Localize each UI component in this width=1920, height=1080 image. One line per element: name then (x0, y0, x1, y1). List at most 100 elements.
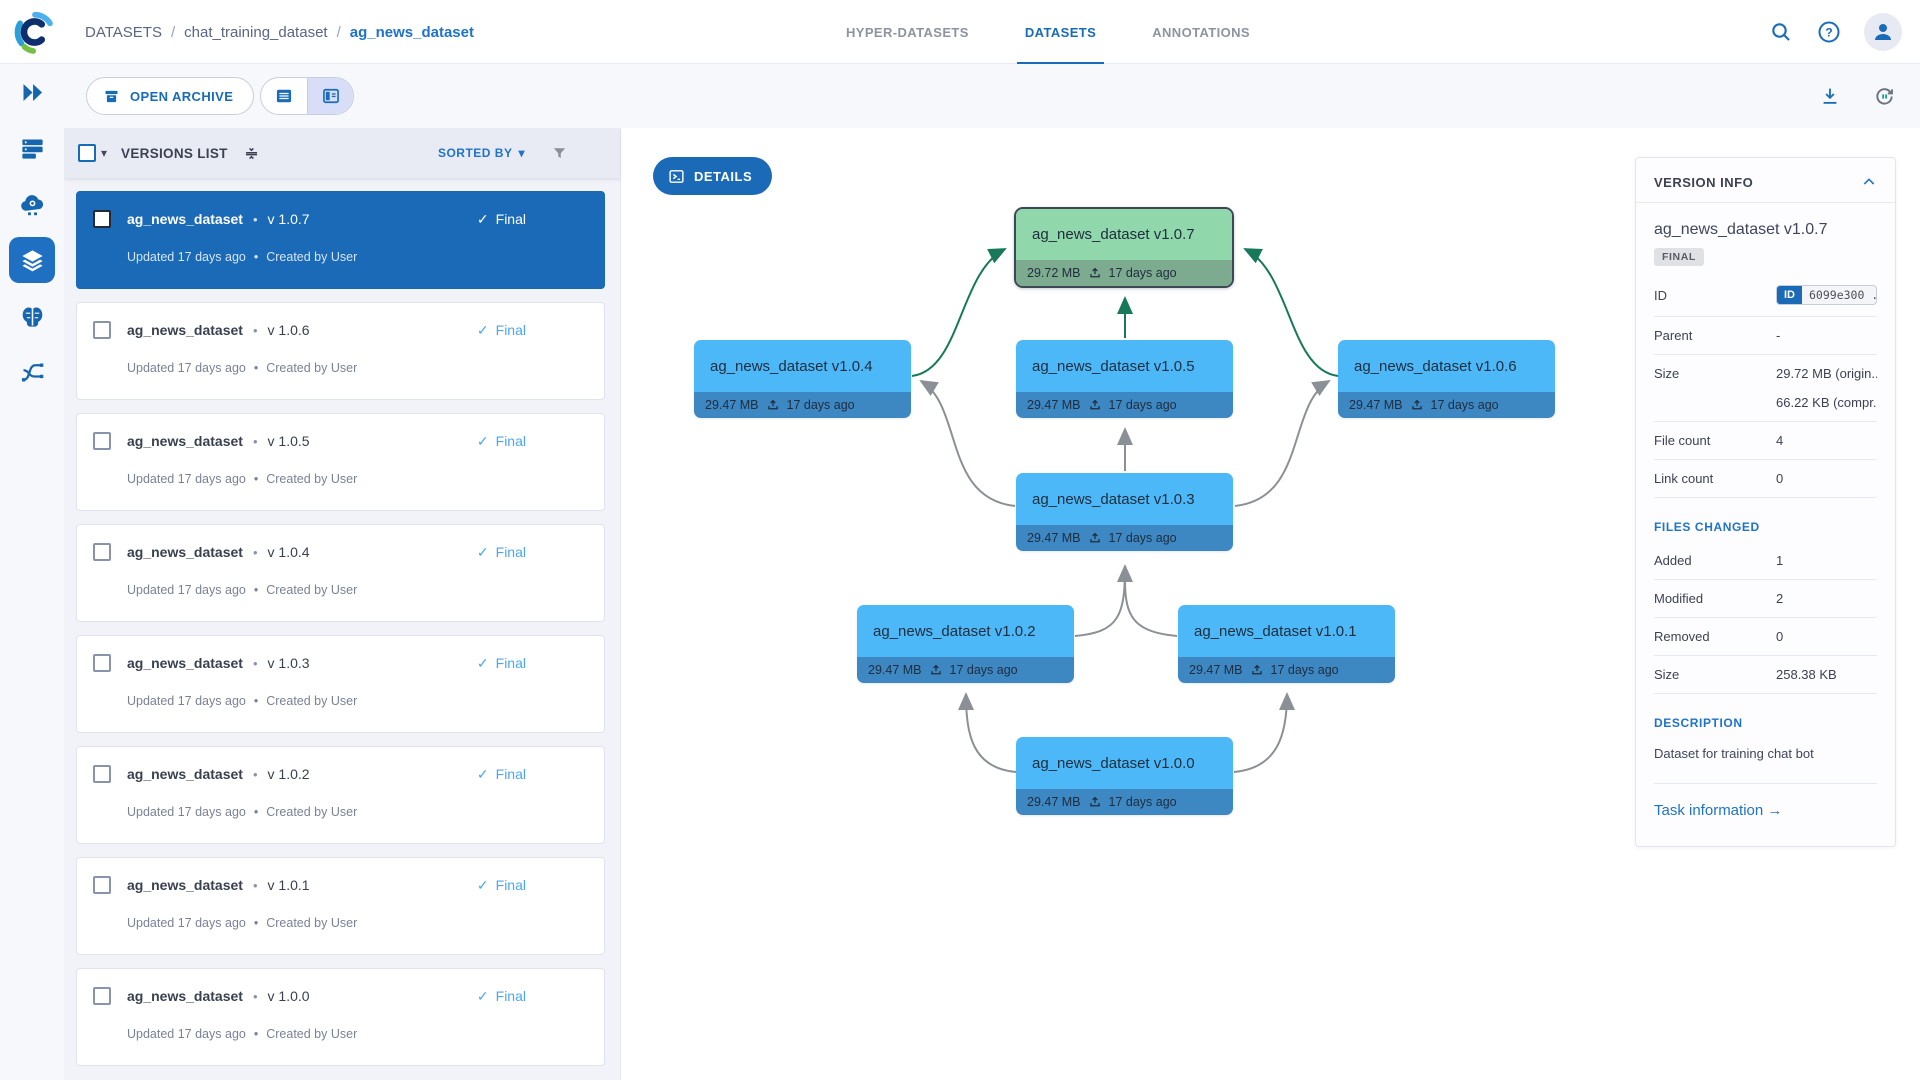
graph-node-v1.0.2[interactable]: ag_news_dataset v1.0.2 29.47 MB 17 days … (857, 605, 1074, 683)
svg-text:?: ? (1825, 25, 1832, 39)
versions-list: ag_news_dataset • v 1.0.7 ✓ Final Update… (64, 178, 620, 1080)
version-name: ag_news_dataset (127, 877, 243, 893)
id-chip-value: 6099e300 ... (1802, 286, 1876, 304)
task-information-link[interactable]: Task information → (1654, 802, 1877, 819)
separator-dot: • (254, 472, 258, 486)
split-view-button[interactable] (307, 78, 353, 114)
node-footer: 29.72 MB 17 days ago (1016, 260, 1232, 286)
versions-list-title: VERSIONS LIST (121, 146, 228, 161)
version-list-item-v1.0.1[interactable]: ag_news_dataset • v 1.0.1 ✓ Final Update… (76, 857, 605, 955)
status-badge: ✓ Final (477, 322, 526, 339)
version-checkbox[interactable] (93, 210, 111, 228)
select-menu-caret-icon[interactable]: ▾ (101, 146, 107, 160)
graph-node-v1.0.3[interactable]: ag_news_dataset v1.0.3 29.47 MB 17 days … (1016, 473, 1233, 551)
version-checkbox[interactable] (93, 654, 111, 672)
lineage-graph: ag_news_dataset v1.0.7 29.72 MB 17 days … (621, 128, 1637, 1080)
versions-list-header: ▾ VERSIONS LIST SORTED BY ▾ (64, 128, 620, 178)
nav-workers-icon[interactable] (0, 176, 64, 232)
version-meta: Updated 17 days ago • Created by User (127, 361, 588, 375)
details-button[interactable]: DETAILS (653, 157, 772, 195)
search-icon[interactable] (1768, 19, 1794, 45)
breadcrumb-root[interactable]: DATASETS (85, 24, 162, 41)
version-checkbox[interactable] (93, 987, 111, 1005)
upload-icon (1088, 795, 1102, 809)
version-meta: Updated 17 days ago • Created by User (127, 805, 588, 819)
sorted-by-control[interactable]: SORTED BY ▾ (438, 146, 525, 160)
edge-v103-v104 (921, 381, 1015, 506)
collapse-rows-icon[interactable] (242, 144, 261, 163)
graph-node-v1.0.6[interactable]: ag_news_dataset v1.0.6 29.47 MB 17 days … (1338, 340, 1555, 418)
version-list-item-v1.0.4[interactable]: ag_news_dataset • v 1.0.4 ✓ Final Update… (76, 524, 605, 622)
nav-datasets-icon[interactable] (9, 237, 55, 283)
help-icon[interactable]: ? (1816, 19, 1842, 45)
edge-v100-v101 (1234, 694, 1287, 772)
open-archive-button[interactable]: OPEN ARCHIVE (86, 77, 254, 115)
auto-refresh-icon[interactable] (1873, 85, 1896, 108)
check-icon: ✓ (477, 322, 489, 339)
filter-icon[interactable] (551, 145, 568, 162)
version-checkbox[interactable] (93, 321, 111, 339)
breadcrumb-current: ag_news_dataset (350, 24, 474, 41)
breadcrumb-project[interactable]: chat_training_dataset (184, 24, 327, 41)
version-list-item-v1.0.0[interactable]: ag_news_dataset • v 1.0.0 ✓ Final Update… (76, 968, 605, 1066)
separator-dot: • (253, 545, 258, 560)
details-label: DETAILS (694, 169, 752, 184)
profile-avatar[interactable] (1864, 13, 1902, 51)
dataset-toolbar: OPEN ARCHIVE (64, 64, 1920, 128)
version-name: ag_news_dataset (127, 766, 243, 782)
separator-dot: • (253, 212, 258, 227)
version-checkbox[interactable] (93, 432, 111, 450)
status-badge: ✓ Final (477, 877, 526, 894)
graph-node-v1.0.4[interactable]: ag_news_dataset v1.0.4 29.47 MB 17 days … (694, 340, 911, 418)
breadcrumb: DATASETS / chat_training_dataset / ag_ne… (85, 0, 474, 64)
version-list-item-v1.0.2[interactable]: ag_news_dataset • v 1.0.2 ✓ Final Update… (76, 746, 605, 844)
select-all-checkbox[interactable] (78, 144, 96, 162)
graph-node-v1.0.7[interactable]: ag_news_dataset v1.0.7 29.72 MB 17 days … (1014, 207, 1234, 288)
nav-projects-icon[interactable] (0, 64, 64, 120)
table-view-button[interactable] (261, 78, 307, 114)
version-number: v 1.0.1 (268, 877, 310, 893)
node-title: ag_news_dataset v1.0.3 (1016, 473, 1233, 525)
node-footer: 29.47 MB 17 days ago (1016, 789, 1233, 815)
version-checkbox[interactable] (93, 876, 111, 894)
size-original: 29.72 MB (origin... (1776, 366, 1877, 381)
version-list-item-v1.0.6[interactable]: ag_news_dataset • v 1.0.6 ✓ Final Update… (76, 302, 605, 400)
info-row-size: Size 29.72 MB (origin... 66.22 KB (compr… (1654, 355, 1877, 422)
collapse-panel-icon[interactable] (1861, 174, 1877, 190)
nav-pipelines-icon[interactable] (0, 344, 64, 400)
separator-dot: • (254, 916, 258, 930)
node-title: ag_news_dataset v1.0.5 (1016, 340, 1233, 392)
archive-icon (103, 88, 120, 105)
version-checkbox[interactable] (93, 765, 111, 783)
description-title: DESCRIPTION (1654, 716, 1877, 730)
version-checkbox[interactable] (93, 543, 111, 561)
version-meta: Updated 17 days ago • Created by User (127, 250, 588, 264)
download-icon[interactable] (1819, 85, 1841, 107)
node-title: ag_news_dataset v1.0.7 (1016, 209, 1232, 260)
version-list-item-v1.0.3[interactable]: ag_news_dataset • v 1.0.3 ✓ Final Update… (76, 635, 605, 733)
top-header: DATASETS / chat_training_dataset / ag_ne… (0, 0, 1920, 64)
version-list-item-v1.0.5[interactable]: ag_news_dataset • v 1.0.5 ✓ Final Update… (76, 413, 605, 511)
nav-models-icon[interactable] (0, 288, 64, 344)
node-footer: 29.47 MB 17 days ago (694, 392, 911, 418)
graph-node-v1.0.5[interactable]: ag_news_dataset v1.0.5 29.47 MB 17 days … (1016, 340, 1233, 418)
tab-annotations[interactable]: ANNOTATIONS (1136, 0, 1266, 64)
tab-hyper-datasets[interactable]: HYPER-DATASETS (830, 0, 985, 64)
id-chip[interactable]: ID 6099e300 ... (1776, 285, 1877, 305)
tab-datasets[interactable]: DATASETS (1009, 0, 1112, 64)
version-name: ag_news_dataset (127, 322, 243, 338)
nav-queues-icon[interactable] (0, 120, 64, 176)
clearml-logo-icon[interactable] (8, 5, 62, 59)
version-list-item-v1.0.7[interactable]: ag_news_dataset • v 1.0.7 ✓ Final Update… (76, 191, 605, 289)
info-row-link-count: Link count 0 (1654, 460, 1877, 498)
edge-v103-v106 (1235, 381, 1329, 506)
check-icon: ✓ (477, 433, 489, 450)
breadcrumb-separator: / (171, 24, 175, 41)
graph-node-v1.0.1[interactable]: ag_news_dataset v1.0.1 29.47 MB 17 days … (1178, 605, 1395, 683)
version-meta: Updated 17 days ago • Created by User (127, 472, 588, 486)
sorted-by-label: SORTED BY (438, 146, 513, 160)
graph-node-v1.0.0[interactable]: ag_news_dataset v1.0.0 29.47 MB 17 days … (1016, 737, 1233, 815)
separator-dot: • (254, 250, 258, 264)
info-row-parent: Parent - (1654, 317, 1877, 355)
